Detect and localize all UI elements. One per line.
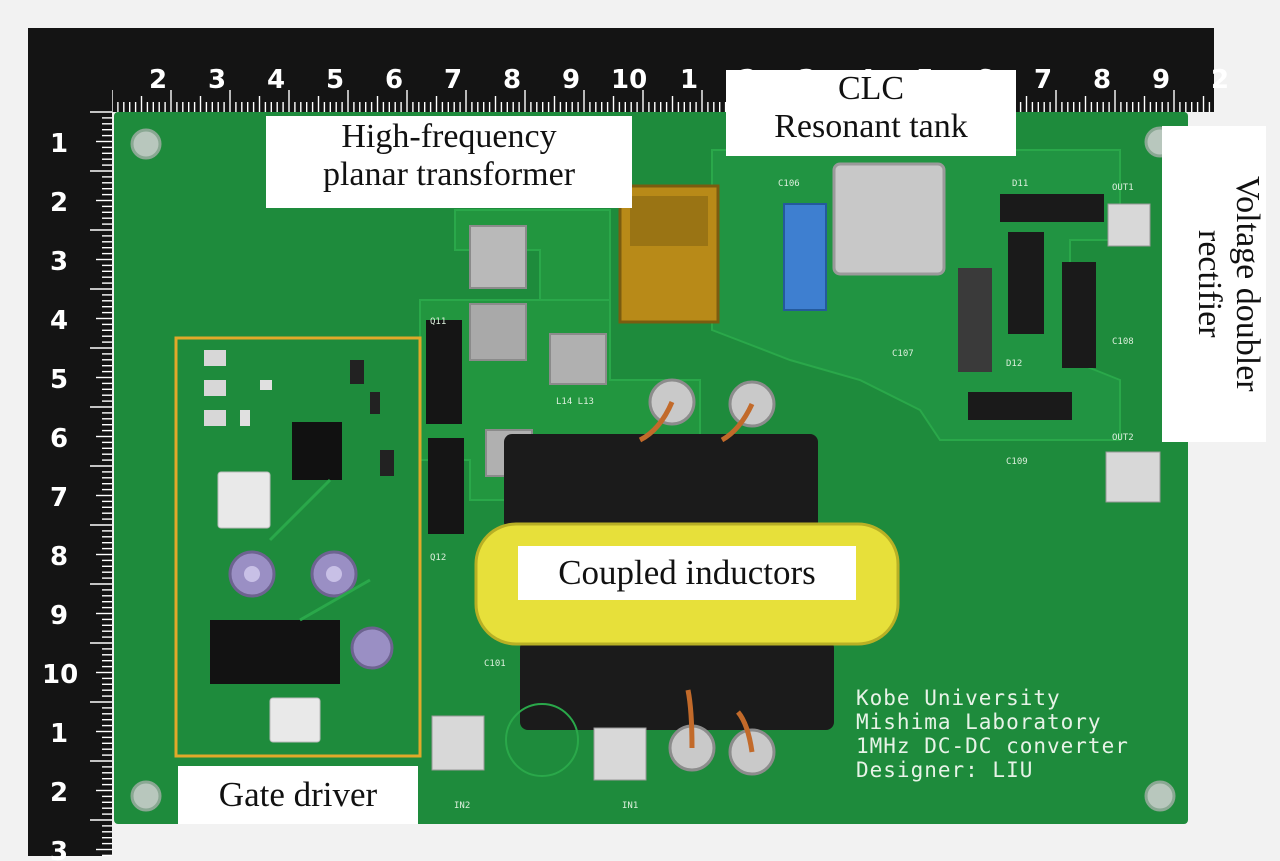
- ruler-top-number: 3: [208, 65, 226, 95]
- silk-line-2: Mishima Laboratory: [856, 710, 1102, 734]
- label-planar-transformer: High-frequency planar transformer: [266, 116, 632, 208]
- ruler-left: 1 2 3 4 5 6 7 8 9 10 1 2 3: [28, 28, 112, 861]
- ruler-top: 123456789101234567892: [28, 28, 1229, 112]
- label-clc-line2: Resonant tank: [774, 108, 968, 145]
- board-silkscreen: Kobe University Mishima Laboratory 1MHz …: [856, 686, 1176, 782]
- label-clc-resonant-tank: CLC Resonant tank: [726, 70, 1016, 156]
- gate-driver-components: [174, 336, 422, 758]
- label-coupled-inductors-text: Coupled inductors: [558, 553, 816, 592]
- component-designator: C106: [778, 179, 800, 189]
- silk-line-4: Designer: LIU: [856, 758, 1034, 782]
- silk-line-1: Kobe University: [856, 686, 1061, 710]
- ruler-left-number: 10: [42, 660, 78, 690]
- ruler-top-number: 5: [326, 65, 344, 95]
- label-gate-driver-text: Gate driver: [218, 775, 378, 814]
- ruler-left-number: 3: [50, 247, 68, 277]
- component-designator: D12: [1006, 359, 1022, 369]
- ruler-left-number: 5: [50, 365, 68, 395]
- ruler-top-number: 1: [680, 65, 698, 95]
- ruler-left-number: 9: [50, 601, 68, 631]
- component-designator: Q12: [430, 553, 446, 563]
- component-designator: OUT1: [1112, 183, 1134, 193]
- ruler-left-number: 8: [50, 542, 68, 572]
- component-designator: IN1: [622, 801, 638, 811]
- ruler-left-number: 7: [50, 483, 68, 513]
- component-designator: D11: [1012, 179, 1028, 189]
- ruler-top-number: 2: [1211, 65, 1229, 95]
- silk-line-3: 1MHz DC-DC converter: [856, 734, 1129, 758]
- ruler-top-number: 6: [385, 65, 403, 95]
- ruler-top-number: 4: [267, 65, 285, 95]
- ruler-left-number: 6: [50, 424, 68, 454]
- label-coupled-inductors: Coupled inductors: [518, 546, 856, 600]
- ruler-top-number: 2: [149, 65, 167, 95]
- label-rectifier-line1: Voltage doubler: [1229, 176, 1266, 392]
- ruler-left-number: 1: [50, 719, 68, 749]
- component-designator: OUT2: [1112, 433, 1134, 443]
- component-designator: C101: [484, 659, 506, 669]
- ruler-left-number: 4: [50, 306, 68, 336]
- component-designator: C107: [892, 349, 914, 359]
- ruler-top-number: 7: [1034, 65, 1052, 95]
- component-designator: C109: [1006, 457, 1028, 467]
- label-rectifier-line2: rectifier: [1191, 230, 1228, 338]
- ruler-top-number: 8: [1093, 65, 1111, 95]
- ruler-left-number: 2: [50, 778, 68, 808]
- component-designator: L14 L13: [556, 397, 594, 407]
- ruler-left-number: 1: [50, 129, 68, 159]
- ruler-top-number: 8: [503, 65, 521, 95]
- ruler-top-number: 10: [611, 65, 647, 95]
- component-designator: C108: [1112, 337, 1134, 347]
- ruler-left-number: 2: [50, 188, 68, 218]
- label-voltage-doubler-rectifier: Voltage doubler rectifier: [1162, 126, 1266, 442]
- label-transformer-line1: High-frequency: [341, 118, 557, 155]
- label-gate-driver: Gate driver: [178, 766, 418, 824]
- resonant-components: [783, 162, 1161, 503]
- label-transformer-line2: planar transformer: [322, 156, 576, 193]
- ruler-top-number: 9: [562, 65, 580, 95]
- ruler-top-number: 7: [444, 65, 462, 95]
- component-designator: IN2: [454, 801, 470, 811]
- ruler-top-number: 9: [1152, 65, 1170, 95]
- ruler-left-number: 3: [50, 837, 68, 861]
- label-clc-line1: CLC: [837, 70, 905, 107]
- component-designator: Q11: [430, 317, 446, 327]
